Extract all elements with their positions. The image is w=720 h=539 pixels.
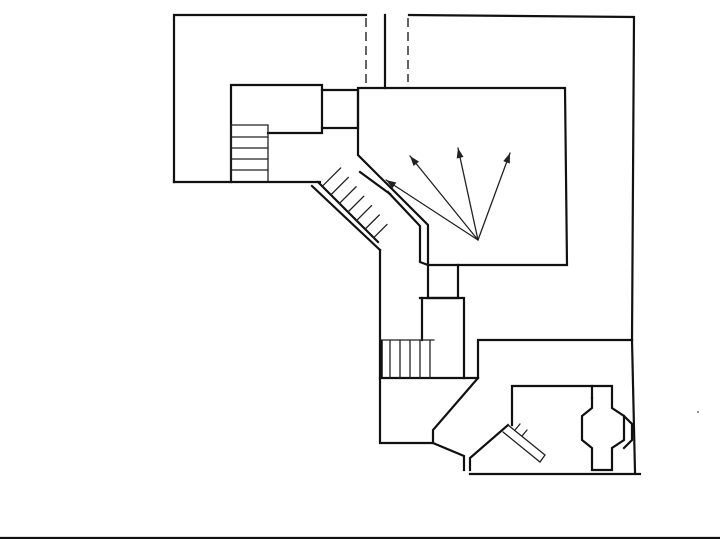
view-arrow-line bbox=[477, 152, 511, 241]
stair-step-diagonal bbox=[373, 223, 388, 239]
outer-wall-top-left bbox=[172, 13, 368, 184]
view-arrowhead bbox=[503, 153, 510, 164]
outer-wall-left-lower bbox=[378, 248, 435, 445]
upper-left-room bbox=[229, 83, 324, 184]
stair-flight-middle bbox=[389, 339, 431, 379]
inner-bay-walls bbox=[510, 384, 594, 427]
stair-flight-diagonal bbox=[316, 167, 388, 244]
lower-connector bbox=[426, 263, 460, 300]
main-room bbox=[356, 86, 569, 267]
diagonal-corridor-outer bbox=[386, 190, 430, 267]
top-corridor bbox=[365, 13, 409, 90]
lower-right-wing-walls bbox=[462, 338, 634, 380]
small-angled-stair-step-1 bbox=[514, 423, 521, 431]
view-arrowhead bbox=[386, 180, 397, 189]
outer-wall-top-right bbox=[407, 13, 636, 342]
cross-pillar bbox=[580, 384, 626, 472]
diagonal-stair-top-wall bbox=[358, 170, 392, 196]
view-arrows bbox=[385, 147, 511, 241]
outer-wall-right-lower bbox=[630, 338, 637, 474]
lower-right-wing bbox=[431, 338, 642, 476]
outer-walls bbox=[0, 13, 720, 539]
small-angled-stair-step-2 bbox=[521, 429, 528, 437]
stair-step-diagonal bbox=[330, 176, 350, 196]
upper-connector bbox=[320, 88, 360, 130]
lower-right-inner-wall bbox=[468, 423, 510, 472]
view-arrow-line bbox=[385, 179, 479, 241]
upper-connector-walls bbox=[320, 88, 360, 130]
diagonal-stair-wall bbox=[310, 184, 382, 252]
diagonal-stair-area bbox=[310, 167, 392, 252]
lower-right-angled-wall bbox=[431, 376, 480, 472]
stair-flight-upper-left bbox=[230, 136, 269, 171]
lower-connector-walls bbox=[426, 263, 460, 300]
pillar-right-bracket bbox=[622, 414, 634, 450]
view-arrowhead bbox=[456, 148, 464, 159]
stair-step-diagonal bbox=[338, 186, 357, 205]
view-arrowhead bbox=[410, 156, 420, 166]
main-room-walls bbox=[356, 86, 569, 267]
view-arrow-line bbox=[409, 155, 479, 241]
small-angled-stair-outline bbox=[502, 424, 546, 463]
upper-left-room-walls bbox=[229, 83, 324, 184]
stair-step-diagonal bbox=[347, 195, 365, 213]
stair-step-diagonal bbox=[321, 167, 342, 187]
stair-step-diagonal bbox=[355, 204, 373, 222]
middle-room-walls bbox=[378, 296, 466, 380]
stray-mark bbox=[697, 411, 699, 413]
view-arrow-line bbox=[457, 147, 479, 241]
stair-step-diagonal bbox=[364, 214, 380, 230]
middle-room bbox=[378, 296, 466, 380]
